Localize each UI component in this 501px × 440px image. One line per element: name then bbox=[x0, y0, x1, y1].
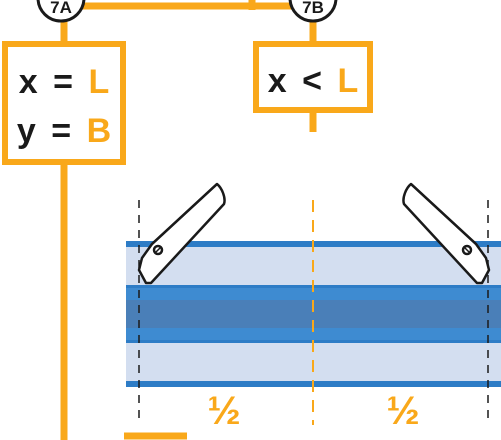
box-left-line1: x = L bbox=[19, 63, 109, 101]
box-right-var-x: x bbox=[268, 62, 287, 100]
box-left-op-2: = bbox=[51, 112, 71, 150]
step-label-7a: 7A bbox=[50, 0, 72, 17]
half-label-left: ½ bbox=[207, 389, 240, 433]
half-label-right: ½ bbox=[386, 389, 419, 433]
box-left-line2: y = B bbox=[17, 112, 111, 150]
bracket-right bbox=[402, 182, 491, 285]
box-right-val-l: L bbox=[337, 62, 358, 100]
flow-connectors bbox=[60, 0, 317, 440]
step-label-7b: 7B bbox=[302, 0, 324, 17]
condition-box-right: x < L bbox=[253, 41, 373, 113]
box-left-val-b: B bbox=[87, 112, 112, 150]
box-left-var-x: x bbox=[19, 63, 38, 101]
box-right-op: < bbox=[302, 62, 322, 100]
step-circle-7b: 7B bbox=[288, 0, 338, 23]
box-left-var-y: y bbox=[17, 112, 36, 150]
condition-box-left: x = L y = B bbox=[2, 41, 126, 165]
bracket-left bbox=[137, 182, 226, 285]
box-left-val-l: L bbox=[88, 63, 109, 101]
box-right-line1: x < L bbox=[268, 62, 358, 100]
box-left-op-1: = bbox=[53, 63, 73, 101]
step-circle-7a: 7A bbox=[36, 0, 86, 23]
measure-lines bbox=[138, 200, 489, 425]
